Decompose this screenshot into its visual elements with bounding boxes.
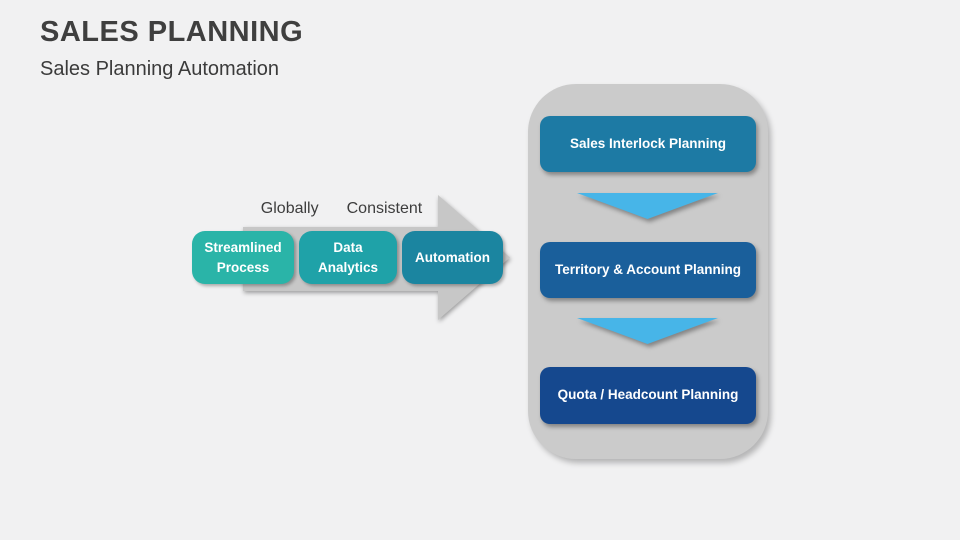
step-label: Data Analytics bbox=[317, 239, 379, 275]
stack-item-territory-account-planning: Territory & Account Planning bbox=[540, 242, 756, 298]
step-automation: Automation bbox=[402, 231, 503, 284]
down-arrow-icon bbox=[577, 318, 718, 344]
page-subtitle: Sales Planning Automation bbox=[40, 58, 280, 80]
planning-stack-container: Sales Interlock Planning Territory & Acc… bbox=[528, 84, 768, 459]
caption-globally: Globally bbox=[260, 200, 319, 217]
step-data-analytics: Data Analytics bbox=[299, 231, 397, 284]
stack-item-label: Quota / Headcount Planning bbox=[557, 387, 739, 403]
down-arrow-polygon bbox=[577, 193, 718, 219]
step-label: Streamlined Process bbox=[204, 239, 282, 275]
stack-item-quota-headcount-planning: Quota / Headcount Planning bbox=[540, 367, 756, 424]
step-streamlined-process: Streamlined Process bbox=[192, 231, 294, 284]
stack-item-label: Sales Interlock Planning bbox=[569, 135, 727, 151]
stack-item-label: Territory & Account Planning bbox=[554, 261, 741, 277]
down-arrow-polygon bbox=[577, 318, 718, 344]
down-arrow-icon bbox=[577, 193, 718, 219]
page-title: SALES PLANNING bbox=[40, 16, 304, 48]
arrow-captions: Globally Consistent bbox=[243, 200, 440, 218]
stack-item-sales-interlock-planning: Sales Interlock Planning bbox=[540, 116, 756, 172]
caption-consistent: Consistent bbox=[346, 200, 423, 217]
step-label: Automation bbox=[415, 249, 490, 265]
